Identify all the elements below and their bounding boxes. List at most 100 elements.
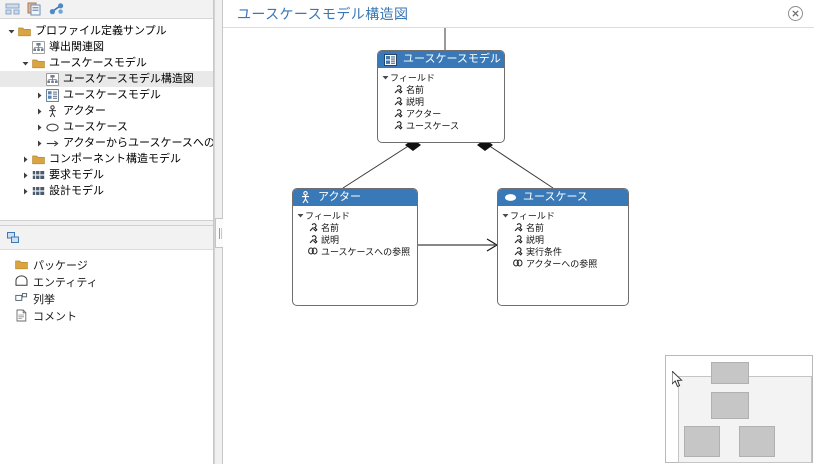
ref-icon [308, 246, 318, 256]
node-header: アクター [293, 189, 417, 206]
layout-icon[interactable] [5, 2, 20, 16]
node-title: ユースケース [523, 191, 588, 203]
compartment-header[interactable]: フィールド [293, 209, 417, 221]
attribute-label: 名前 [406, 84, 425, 95]
palette-item-1[interactable]: エンティティ [0, 273, 213, 290]
attribute-row[interactable]: 名前 [378, 83, 504, 95]
chevron-right-icon[interactable] [20, 151, 31, 167]
tree-toolbar [0, 0, 213, 19]
arrow-icon [45, 136, 59, 150]
tree-item-label: アクターからユースケースへの参照 [63, 137, 213, 149]
palette-icon[interactable] [6, 231, 21, 245]
node-body: フィールド 名前 説明 [378, 68, 504, 131]
copy-icon[interactable] [27, 2, 42, 16]
chevron-right-icon[interactable] [20, 167, 31, 183]
field-icon [513, 234, 523, 244]
palette-item-3[interactable]: コメント [0, 307, 213, 324]
tree-item-label: コンポーネント構造モデル [49, 153, 181, 165]
chevron-right-icon[interactable] [34, 87, 45, 103]
attribute-row[interactable]: ユースケース [378, 119, 504, 131]
attribute-row[interactable]: 実行条件 [498, 245, 628, 257]
attribute-row[interactable]: 説明 [378, 95, 504, 107]
page-title: ユースケースモデル構造図 [237, 5, 409, 22]
attribute-label: 説明 [406, 96, 425, 107]
close-icon[interactable] [786, 5, 804, 23]
attribute-label: ユースケース [406, 120, 460, 131]
attribute-row[interactable]: 名前 [498, 221, 628, 233]
attribute-label: 説明 [526, 234, 545, 245]
palette-item-label: 列挙 [33, 293, 55, 306]
sidebar-splitter[interactable] [0, 220, 213, 226]
actor-icon [45, 104, 59, 118]
diagram-canvas[interactable]: ユースケースモデル フィールド 名前 [223, 28, 814, 464]
tree-item-3[interactable]: ユースケースモデル構造図 [0, 71, 213, 87]
attribute-label: 名前 [321, 222, 340, 233]
chevron-down-icon[interactable] [296, 210, 305, 220]
tree-item-2[interactable]: ユースケースモデル [0, 55, 213, 71]
compartment-label: フィールド [390, 72, 435, 83]
field-icon [393, 96, 403, 106]
attribute-row[interactable]: ユースケースへの参照 [293, 245, 417, 257]
tree-item-label: プロファイル定義サンプル [35, 25, 167, 37]
tree-item-5[interactable]: アクター [0, 103, 213, 119]
tree-item-1[interactable]: 導出関連図 [0, 39, 213, 55]
tree-item-6[interactable]: ユースケース [0, 119, 213, 135]
tree-item-7[interactable]: アクターからユースケースへの参照 [0, 135, 213, 151]
node-body: フィールド 名前 説明 [498, 206, 628, 269]
node-header: ユースケースモデル [378, 51, 504, 68]
tree-item-label: 要求モデル [49, 169, 104, 181]
tree-item-8[interactable]: コンポーネント構造モデル [0, 151, 213, 167]
tree-item-4[interactable]: ユースケースモデル [0, 87, 213, 103]
tree-item-label: 設計モデル [49, 185, 104, 197]
compartment-label: フィールド [305, 210, 350, 221]
tree-item-label: 導出関連図 [49, 41, 104, 53]
compartment-header[interactable]: フィールド [498, 209, 628, 221]
attribute-row[interactable]: 説明 [498, 233, 628, 245]
comment-icon [14, 309, 28, 323]
minimap-shape-1 [711, 392, 749, 419]
chevron-down-icon[interactable] [381, 72, 390, 82]
node-header: ユースケース [498, 189, 628, 206]
tree-item-9[interactable]: 要求モデル [0, 167, 213, 183]
attribute-row[interactable]: アクターへの参照 [498, 257, 628, 269]
panel-splitter[interactable] [214, 0, 224, 464]
folder-icon [17, 24, 31, 38]
tree-item-label: アクター [63, 105, 107, 117]
node-actor[interactable]: アクター フィールド 名前 [292, 188, 418, 306]
chevron-down-icon[interactable] [6, 23, 17, 39]
palette-item-0[interactable]: パッケージ [0, 256, 213, 273]
chevron-right-icon[interactable] [34, 103, 45, 119]
model-icon [31, 168, 45, 182]
compartment-header[interactable]: フィールド [378, 71, 504, 83]
model-tree[interactable]: プロファイル定義サンプル導出関連図ユースケースモデルユースケースモデル構造図ユー… [0, 19, 213, 220]
chevron-down-icon[interactable] [501, 210, 510, 220]
palette-item-2[interactable]: 列挙 [0, 290, 213, 307]
chevron-right-icon[interactable] [34, 119, 45, 135]
node-usecase-model[interactable]: ユースケースモデル フィールド 名前 [377, 50, 505, 143]
attribute-row[interactable]: 名前 [293, 221, 417, 233]
usecase-icon [45, 120, 59, 134]
palette-list[interactable]: パッケージエンティティ列挙コメント [0, 250, 213, 324]
field-icon [513, 246, 523, 256]
attribute-row[interactable]: 説明 [293, 233, 417, 245]
minimap-overview[interactable] [665, 355, 813, 463]
attribute-row[interactable]: アクター [378, 107, 504, 119]
chevron-down-icon[interactable] [20, 55, 31, 71]
chevron-right-icon[interactable] [34, 135, 45, 151]
stereotype-icon [384, 53, 397, 66]
attribute-label: ユースケースへの参照 [321, 246, 411, 257]
twisty-spacer [34, 71, 45, 87]
enum-icon [14, 292, 28, 306]
palette-item-label: コメント [33, 310, 77, 323]
ref-icon [513, 258, 523, 268]
tree-item-0[interactable]: プロファイル定義サンプル [0, 23, 213, 39]
field-icon [513, 222, 523, 232]
node-usecase[interactable]: ユースケース フィールド 名前 [497, 188, 629, 306]
link-icon[interactable] [49, 2, 64, 16]
tree-item-10[interactable]: 設計モデル [0, 183, 213, 199]
folder-icon [31, 152, 45, 166]
chevron-right-icon[interactable] [20, 183, 31, 199]
palette-panel: パッケージエンティティ列挙コメント [0, 226, 213, 464]
field-icon [393, 108, 403, 118]
